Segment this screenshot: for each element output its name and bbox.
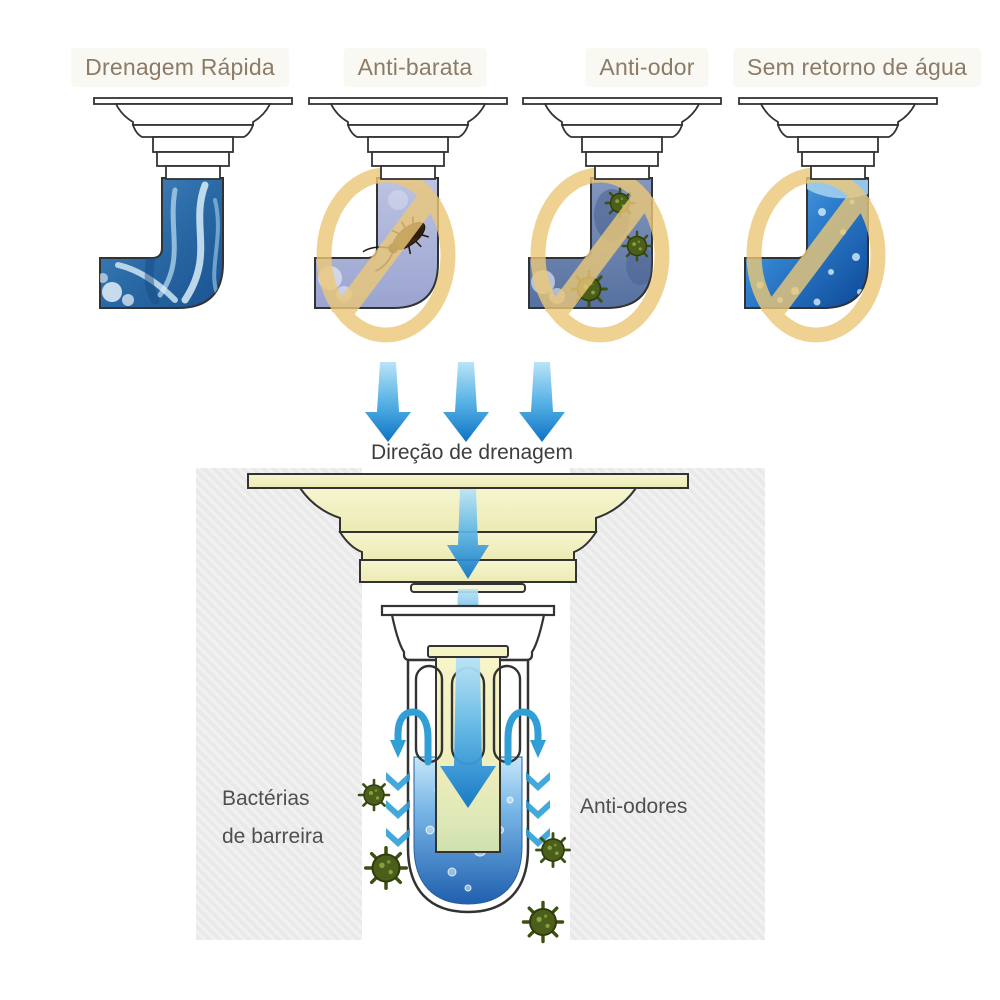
germ-icon: [535, 832, 571, 868]
anti-odors-label: Anti-odores: [580, 795, 688, 818]
down-arrow-icon: [447, 489, 489, 579]
feature-label-no-backflow: Sem retorno de água: [733, 48, 981, 87]
drainage-direction-arrows: [365, 362, 565, 442]
drain-fixture: [738, 97, 938, 180]
drain-illustration-anti-cockroach: [308, 97, 508, 343]
germ-icon: [357, 778, 391, 812]
drain-fixture: [522, 97, 722, 180]
drain-fixture: [93, 97, 293, 180]
airflow-hook-arrow-icon: [504, 708, 546, 766]
barrier-bacteria-label-line1: Bactérias: [222, 787, 310, 810]
down-arrow-icon: [519, 362, 565, 442]
barrier-bacteria-label-line2: de barreira: [222, 825, 324, 848]
drain-illustration-anti-odor: [522, 97, 722, 343]
feature-label-fast-drainage: Drenagem Rápida: [71, 48, 289, 87]
barrier-bacteria-label: Bactérias de barreira: [222, 780, 324, 856]
cross-section-diagram: [196, 468, 765, 944]
germ-icon: [521, 900, 565, 944]
feature-label-anti-odor: Anti-odor: [585, 48, 709, 87]
drain-illustration-fast-drainage: [93, 97, 293, 309]
germ-icon: [363, 845, 409, 891]
down-arrow-icon: [440, 658, 496, 808]
down-arrow-icon: [443, 362, 489, 442]
drain-fixture: [308, 97, 508, 180]
drain-illustration-no-backflow: [738, 97, 938, 343]
airflow-hook-arrow-icon: [390, 708, 432, 766]
drainage-direction-label: Direção de drenagem: [371, 441, 573, 464]
down-arrow-icon: [365, 362, 411, 442]
feature-label-anti-cockroach: Anti-barata: [343, 48, 487, 87]
